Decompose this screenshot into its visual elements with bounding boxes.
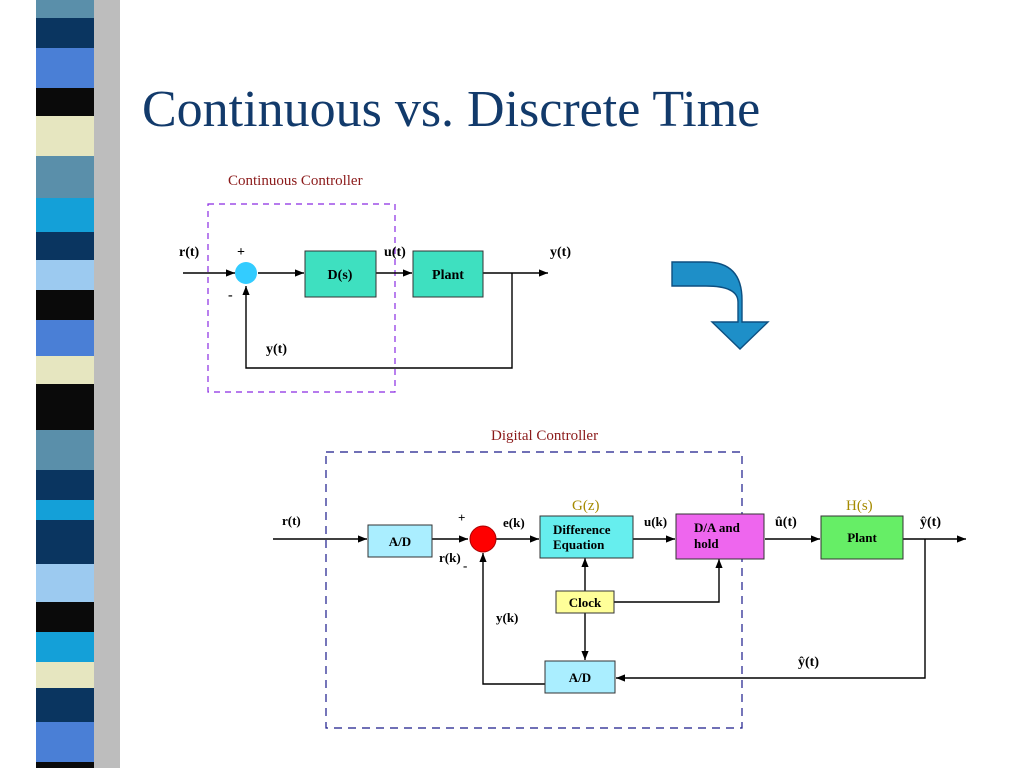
wire-clock-to-dac: [614, 559, 723, 603]
strip-bands: [36, 0, 94, 768]
minus-sign: -: [463, 558, 467, 573]
strip-band: [36, 662, 94, 688]
continuous-controller-title: Continuous Controller: [228, 173, 363, 189]
strip-band: [36, 470, 94, 500]
strip-band: [36, 688, 94, 722]
feedback-label: y(t): [266, 342, 287, 357]
strip-band: [36, 384, 94, 430]
g-z-label: G(z): [572, 498, 599, 514]
wire-output-to-adc: [616, 539, 926, 682]
strip-band: [36, 260, 94, 290]
adc-input-label: A/D: [389, 534, 411, 549]
input-label: r(t): [282, 513, 301, 528]
strip-band: [36, 762, 94, 768]
curved-arrow-icon: [671, 261, 770, 350]
strip-shadow: [90, 0, 120, 768]
strip-band: [36, 48, 94, 88]
difference-equation-block: [539, 515, 634, 559]
clock-block: [555, 590, 615, 614]
y-hat-output-label: ŷ(t): [920, 515, 941, 530]
wire-adc-to-sum-feedback: [479, 553, 545, 685]
plant-block-label: Plant: [432, 268, 464, 283]
plus-sign: +: [237, 245, 245, 260]
control-signal-label: u(t): [384, 245, 406, 260]
input-label: r(t): [179, 245, 200, 260]
strip-band: [36, 520, 94, 564]
plant-block: [412, 250, 484, 298]
wire-feedback: [242, 273, 513, 369]
strip-band: [36, 564, 94, 602]
dac-hold-block: [675, 513, 765, 560]
adc-feedback-block: [544, 660, 616, 694]
strip-band: [36, 500, 94, 520]
plant-block-label: Plant: [847, 530, 877, 545]
u-hat-label: û(t): [775, 515, 797, 530]
strip-band: [36, 88, 94, 116]
strip-band: [36, 356, 94, 384]
strip-band: [36, 290, 94, 320]
strip-band: [36, 116, 94, 156]
decorative-side-strip: [36, 0, 120, 768]
output-label: y(t): [550, 245, 571, 260]
strip-band: [36, 18, 94, 48]
controller-block-label: D(s): [328, 268, 353, 283]
difference-equation-line1: Difference: [553, 522, 611, 537]
strip-band: [36, 602, 94, 632]
plus-sign: +: [458, 510, 465, 525]
sampled-reference-label: r(k): [439, 550, 461, 565]
adc-input-block: [367, 524, 433, 558]
dac-hold-line1: D/A and: [694, 520, 741, 535]
feedback-k-label: y(k): [496, 610, 518, 625]
slide-title: Continuous vs. Discrete Time: [142, 81, 761, 138]
strip-band: [36, 0, 94, 18]
control-k-label: u(k): [644, 514, 667, 529]
continuous-controller-boundary: [207, 203, 396, 393]
h-s-label: H(s): [846, 498, 873, 514]
plant-block: [820, 515, 904, 560]
strip-band: [36, 232, 94, 260]
strip-band: [36, 320, 94, 356]
digital-controller-title: Digital Controller: [491, 428, 598, 444]
continuous-controller-diagram: Continuous Controller D(s) Plant r(t) + …: [179, 173, 571, 393]
controller-block-d: [304, 250, 377, 298]
minus-sign: -: [228, 288, 233, 303]
strip-band: [36, 632, 94, 662]
digital-controller-boundary: [325, 451, 743, 729]
summing-junction: [469, 525, 497, 553]
strip-band: [36, 156, 94, 198]
adc-feedback-label: A/D: [569, 670, 591, 685]
difference-equation-line2: Equation: [553, 537, 605, 552]
clock-label: Clock: [569, 595, 602, 610]
error-label: e(k): [503, 515, 525, 530]
dac-hold-line2: hold: [694, 536, 719, 551]
strip-band: [36, 198, 94, 232]
y-hat-feedback-label: ŷ(t): [798, 655, 819, 670]
summing-junction: [235, 262, 257, 284]
strip-band: [36, 430, 94, 470]
digital-controller-diagram: Digital Controller A/D Difference Equati…: [273, 428, 966, 729]
strip-band: [36, 722, 94, 762]
